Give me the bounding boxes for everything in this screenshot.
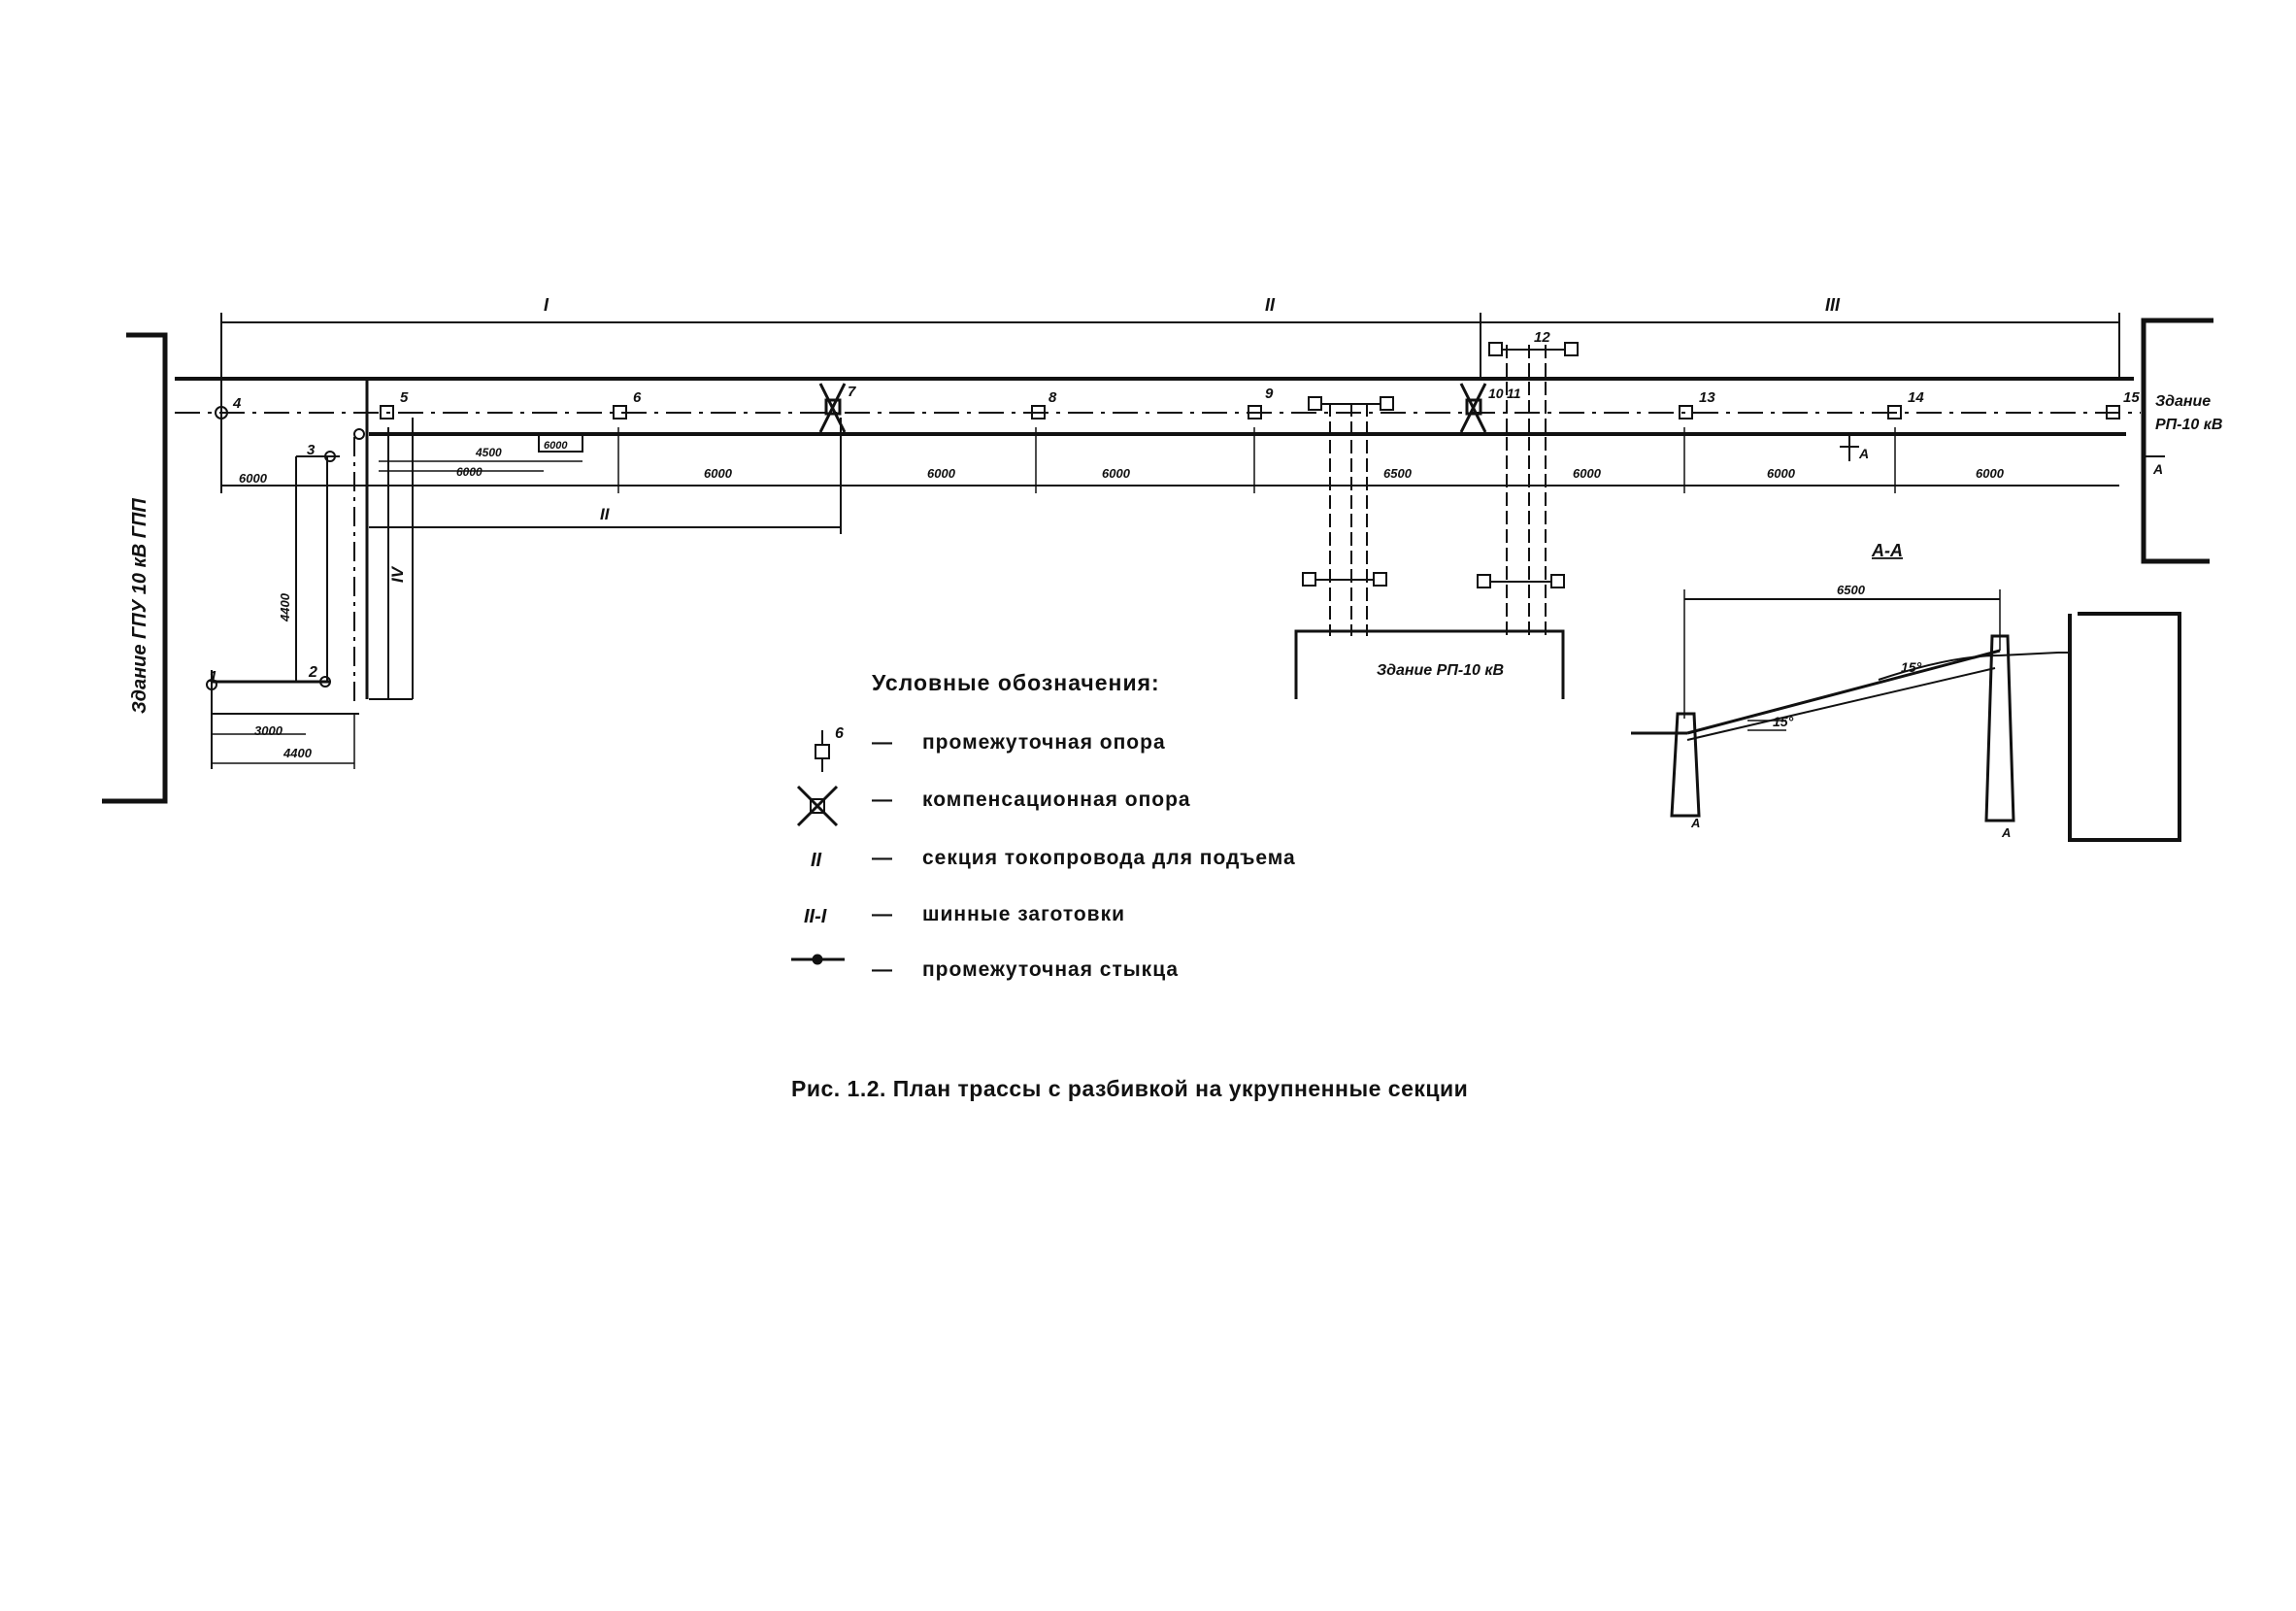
dimension-text: 6000 [1767, 466, 1796, 481]
legend-dash: — [872, 958, 892, 981]
support-number: 10 [1488, 386, 1504, 401]
section-label-ii-lower: II [600, 505, 611, 523]
section-label-iv: IV [388, 565, 407, 583]
legend-label-intermediate-support: промежуточная опора [922, 731, 1166, 754]
legend-label-joint: промежуточная стыкца [922, 958, 1180, 981]
busbar-main-run [175, 377, 2141, 436]
section-label-iii: III [1825, 295, 1841, 315]
support-number: 9 [1265, 386, 1274, 402]
section-dimension-line [220, 313, 2120, 493]
section-label-ii: II [1265, 295, 1276, 315]
support-number: 8 [1048, 389, 1057, 406]
busbar-branch-rp-2 [1477, 342, 1579, 636]
dimension-text: 3000 [254, 723, 283, 738]
cut-label: А [1858, 446, 1869, 461]
section-iv-bracket [369, 418, 414, 700]
building-gpp [102, 332, 168, 804]
dimension-text: 6000 [704, 466, 733, 481]
dimension-text: 4400 [283, 746, 313, 760]
legend-icon-lifting-section: II [811, 850, 822, 871]
dimension-text: 6000 [1976, 466, 2005, 481]
section-aa-angle: 15° [1901, 659, 1922, 675]
cut-marker-a [1840, 434, 2165, 461]
sub-dimension-3 [379, 433, 583, 472]
legend-icon-intermediate-support [815, 730, 830, 772]
legend-label-busbar-blank: шинные заготовки [922, 903, 1126, 925]
busbar-branch-rp-1 [1302, 396, 1394, 636]
support-number: 14 [1908, 389, 1924, 406]
support-number: 7 [848, 384, 856, 400]
figure-caption: Рис. 1.2. План трассы с разбивкой на укр… [791, 1076, 1469, 1101]
support-number: 12 [1534, 329, 1550, 346]
support-number: 11 [1507, 386, 1521, 401]
dimension-text: 4500 [475, 446, 502, 459]
legend-label-lifting-section: секция токопровода для подъема [922, 847, 1296, 869]
building-rp-right-label-1: Здание [2155, 393, 2211, 410]
section-aa-angle: 15° [1773, 714, 1794, 729]
legend-dash: — [872, 731, 892, 754]
section-aa-view [1631, 589, 2181, 842]
legend-dash: — [872, 847, 892, 869]
legend-label-compensation-support: компенсационная опора [922, 789, 1191, 811]
legend-dash: — [872, 789, 892, 811]
dimension-text: 6000 [1573, 466, 1602, 481]
section-aa-title: А-А [1871, 541, 1903, 560]
building-rp-bottom-label: Здание РП-10 кВ [1377, 662, 1504, 679]
compensation-supports [818, 383, 1487, 433]
dimension-text: 6000 [544, 440, 568, 452]
building-rp-bottom [1294, 629, 1565, 699]
building-rp-right [2141, 318, 2213, 564]
support-number: 13 [1699, 389, 1715, 406]
busbar-left-branch [211, 379, 369, 769]
legend-icon-joint [791, 954, 845, 965]
support-number: 4 [232, 395, 242, 412]
intermediate-supports [206, 405, 2120, 690]
support-number: 5 [400, 389, 409, 406]
legend-icon-number: 6 [835, 725, 844, 742]
dimension-text: 6000 [456, 465, 482, 479]
dimension-text: 6500 [1837, 583, 1866, 597]
span-dimension-line [221, 427, 2119, 493]
legend-title: Условные обозначения: [872, 670, 1160, 695]
section-ii-lower-dimension [369, 418, 842, 534]
legend-dash: — [872, 903, 892, 925]
dimension-text: 6500 [1383, 466, 1413, 481]
support-number: 1 [209, 669, 217, 686]
cut-label: А [1690, 816, 1700, 830]
dimension-text: 6000 [927, 466, 956, 481]
building-rp-right-label-2: РП-10 кВ [2155, 417, 2222, 433]
support-number: 6 [633, 389, 642, 406]
cut-label: А [2152, 461, 2163, 477]
legend-icon-compensation-support [796, 785, 839, 827]
building-gpp-label: Здание ГПУ 10 кВ ГПП [129, 498, 150, 714]
dimension-text: 6000 [239, 471, 268, 486]
support-number: 15 [2123, 389, 2140, 406]
dimension-text: 4400 [278, 592, 292, 622]
cut-label: А [2001, 825, 2011, 840]
section-label-i: I [544, 295, 549, 315]
dimension-text: 6000 [1102, 466, 1131, 481]
legend-icon-busbar-blank: II-I [804, 906, 827, 927]
support-number: 3 [307, 442, 316, 458]
support-number: 2 [308, 664, 317, 681]
